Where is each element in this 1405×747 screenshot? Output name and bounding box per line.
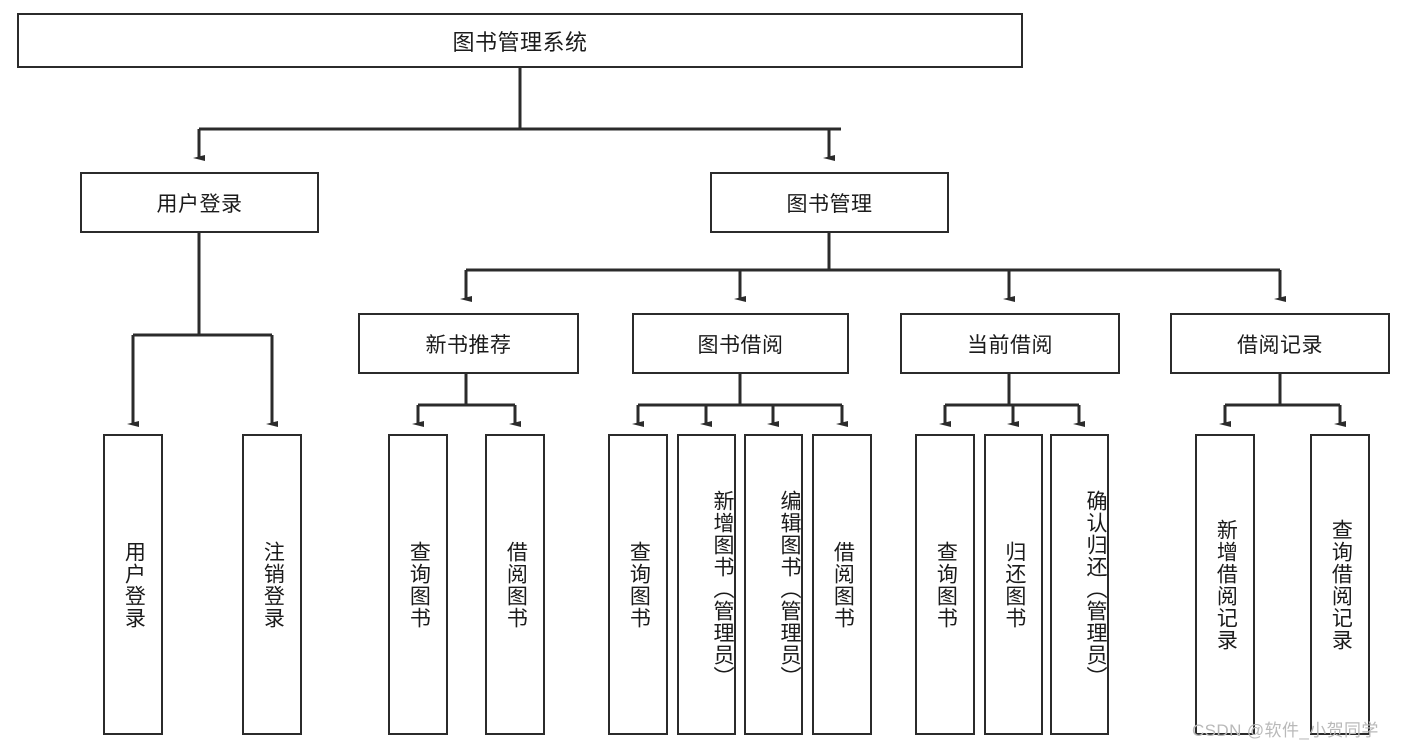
node-label: 归还图书 — [1002, 540, 1026, 629]
leaf-borrow-record-add-record[interactable]: 新增借阅记录 — [1195, 434, 1255, 735]
node-label: 用户登录 — [122, 540, 146, 629]
node-label: 查询借阅记录 — [1329, 518, 1353, 651]
node-label: 查询图书 — [627, 540, 651, 629]
node-root-book-management-system[interactable]: 图书管理系统 — [17, 13, 1023, 68]
leaf-borrow-record-query-record[interactable]: 查询借阅记录 — [1310, 434, 1370, 735]
node-label: 新增图书（管理员） — [711, 489, 734, 688]
node-label: 确认归还（管理员） — [1084, 489, 1107, 688]
leaf-book-borrow-query-book[interactable]: 查询图书 — [608, 434, 668, 735]
node-label: 查询图书 — [934, 540, 958, 629]
node-label: 借阅记录 — [1237, 333, 1323, 357]
leaf-new-book-query-book[interactable]: 查询图书 — [388, 434, 448, 735]
node-user-login[interactable]: 用户登录 — [80, 172, 319, 233]
node-label: 当前借阅 — [967, 333, 1053, 357]
node-label: 图书管理 — [786, 192, 873, 216]
leaf-book-borrow-edit-book-admin[interactable]: 编辑图书（管理员） — [744, 434, 803, 735]
leaf-new-book-borrow-book[interactable]: 借阅图书 — [485, 434, 545, 735]
node-label: 借阅图书 — [831, 540, 855, 629]
leaf-current-borrow-query-book[interactable]: 查询图书 — [915, 434, 975, 735]
leaf-book-borrow-borrow-book[interactable]: 借阅图书 — [812, 434, 872, 735]
leaf-current-borrow-confirm-return-admin[interactable]: 确认归还（管理员） — [1050, 434, 1109, 735]
node-label: 编辑图书（管理员） — [778, 489, 801, 688]
node-label: 借阅图书 — [504, 540, 528, 629]
leaf-book-borrow-add-book-admin[interactable]: 新增图书（管理员） — [677, 434, 736, 735]
leaf-user-login-login[interactable]: 用户登录 — [103, 434, 163, 735]
node-label: 图书借阅 — [697, 333, 784, 357]
node-label: 注销登录 — [261, 540, 285, 629]
node-borrowing-record[interactable]: 借阅记录 — [1170, 313, 1390, 374]
node-book-management[interactable]: 图书管理 — [710, 172, 949, 233]
node-label: 新增借阅记录 — [1214, 518, 1238, 651]
leaf-current-borrow-return-book[interactable]: 归还图书 — [984, 434, 1043, 735]
node-label: 新书推荐 — [425, 333, 512, 357]
leaf-user-login-logout[interactable]: 注销登录 — [242, 434, 302, 735]
node-new-book-recommendation[interactable]: 新书推荐 — [358, 313, 579, 374]
node-current-borrowing[interactable]: 当前借阅 — [900, 313, 1120, 374]
watermark: CSDN @软件_小贺同学 — [1192, 721, 1379, 740]
node-label: 查询图书 — [407, 540, 431, 629]
node-label: 用户登录 — [156, 192, 243, 216]
node-label: 图书管理系统 — [452, 29, 588, 55]
node-book-borrowing[interactable]: 图书借阅 — [632, 313, 849, 374]
